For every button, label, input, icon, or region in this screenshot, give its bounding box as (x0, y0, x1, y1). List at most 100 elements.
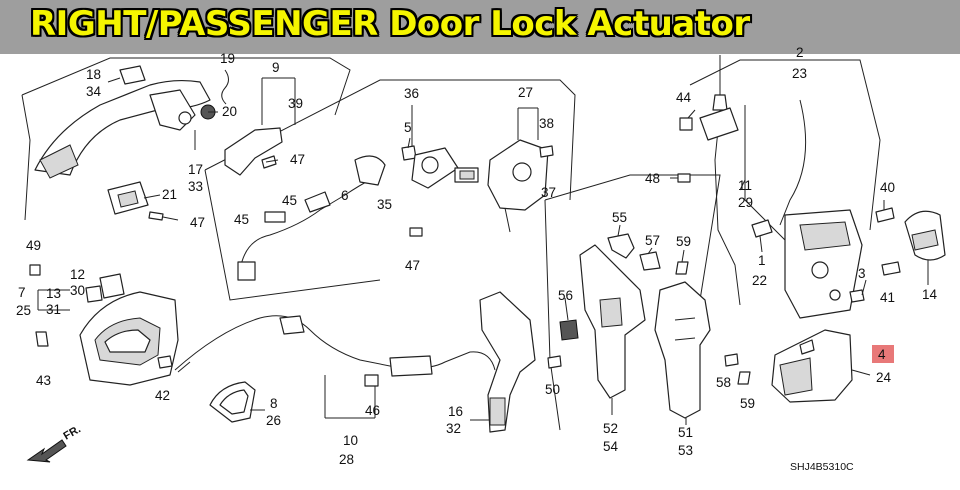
part-label-55: 55 (612, 210, 627, 225)
panel-outline-middle (204, 79, 576, 201)
part-label-23: 23 (792, 66, 807, 81)
part-label-47-a: 47 (290, 152, 305, 167)
part-3-screw (849, 289, 865, 303)
inner-handle-cable (174, 315, 496, 419)
part-label-20: 20 (222, 104, 237, 119)
page-title: RIGHT/PASSENGER Door Lock Actuator (30, 4, 750, 44)
part-59-sticker-b (737, 371, 751, 385)
handle-bracket (119, 65, 146, 85)
part-label-6: 6 (341, 188, 349, 203)
lock-protector (487, 107, 549, 233)
panel-outline-middle-b (204, 169, 381, 301)
part-47-screw-c (409, 227, 423, 237)
part-label-52: 52 (603, 421, 618, 436)
front-arrow-icon (26, 439, 67, 463)
part-label-29: 29 (738, 195, 753, 210)
part-label-17: 17 (188, 162, 203, 177)
part-label-53: 53 (678, 443, 693, 458)
part-label-19: 19 (220, 51, 235, 66)
part-44-clip (679, 117, 693, 131)
part-label-30: 30 (70, 283, 85, 298)
part-48-screw (677, 173, 691, 183)
part-label-3: 3 (858, 266, 866, 281)
part-label-48: 48 (645, 171, 660, 186)
part-19-spring (221, 69, 229, 105)
part-label-27: 27 (518, 85, 533, 100)
part-label-36: 36 (404, 86, 419, 101)
part-label-41: 41 (880, 290, 895, 305)
part-label-39: 39 (288, 96, 303, 111)
door-latch (784, 209, 863, 319)
part-label-47-b: 47 (190, 215, 205, 230)
wire-harness (237, 155, 386, 281)
part-label-1: 1 (758, 253, 766, 268)
part-42-screw (157, 355, 173, 369)
part-label-45-b: 45 (234, 212, 249, 227)
lock-rod-bracket (579, 244, 646, 399)
part-label-45-a: 45 (282, 193, 297, 208)
part-59-sticker-a (675, 261, 689, 275)
part-label-32: 32 (446, 421, 461, 436)
part-label-9: 9 (272, 60, 280, 75)
part-49-screw (29, 264, 41, 276)
part-label-59-a: 59 (676, 234, 691, 249)
part-label-22: 22 (752, 273, 767, 288)
part-55-clip (607, 233, 635, 259)
rod-clip (401, 145, 417, 161)
part-label-37: 37 (541, 185, 556, 200)
part-47-screw-a (148, 211, 179, 221)
part-46-clip (364, 374, 379, 387)
handle-pad (107, 181, 149, 215)
part-57-clip (639, 251, 661, 271)
part-50-screw (547, 355, 562, 369)
part-label-46: 46 (365, 403, 380, 418)
part-label-35: 35 (377, 197, 392, 212)
part-label-50: 50 (545, 382, 560, 397)
panel-outline-center (544, 174, 721, 301)
latch-protector (654, 281, 711, 419)
part-label-42: 42 (155, 388, 170, 403)
part-label-12: 12 (70, 267, 85, 282)
part-label-21: 21 (162, 187, 177, 202)
door-lock-actuator (771, 329, 853, 403)
part-label-56: 56 (558, 288, 573, 303)
part-56-damper (559, 319, 579, 341)
part-label-13: 13 (46, 286, 61, 301)
front-indicator-label: FR. (62, 423, 83, 442)
part-label-7: 7 (18, 285, 26, 300)
part-label-54: 54 (603, 439, 619, 454)
door-lock-rod (699, 55, 741, 306)
title-banner (0, 0, 960, 54)
part-label-28: 28 (339, 452, 354, 467)
part-label-4: 4 (878, 347, 886, 362)
part-43-clip (35, 331, 49, 347)
part-label-47-c: 47 (405, 258, 420, 273)
diagram-code: SHJ4B5310C (790, 461, 854, 473)
part-label-40: 40 (880, 180, 895, 195)
part-label-14: 14 (922, 287, 938, 302)
striker-screw-41 (881, 261, 901, 276)
part-1-screw (751, 219, 773, 238)
inner-handle-housing (79, 291, 179, 386)
part-38-screw (539, 145, 554, 158)
panel-outline-lower (21, 94, 31, 221)
part-label-10: 10 (343, 433, 358, 448)
part-label-57: 57 (645, 233, 660, 248)
part-label-38: 38 (539, 116, 554, 131)
part-label-43: 43 (36, 373, 51, 388)
part-label-16: 16 (448, 404, 463, 419)
actuator-highlight (872, 345, 894, 363)
part-label-26: 26 (266, 413, 281, 428)
part-label-59-b: 59 (740, 396, 755, 411)
lock-cylinder (411, 147, 479, 189)
part-label-49: 49 (26, 238, 41, 253)
part-label-58: 58 (716, 375, 731, 390)
striker-screw-40 (875, 207, 895, 223)
part-label-2: 2 (796, 45, 804, 60)
part-label-8: 8 (270, 396, 278, 411)
part-label-33: 33 (188, 179, 203, 194)
handle-cover (209, 381, 256, 423)
part-label-31: 31 (46, 302, 61, 317)
outer-door-handle (34, 79, 211, 179)
leader-lines (37, 77, 929, 425)
